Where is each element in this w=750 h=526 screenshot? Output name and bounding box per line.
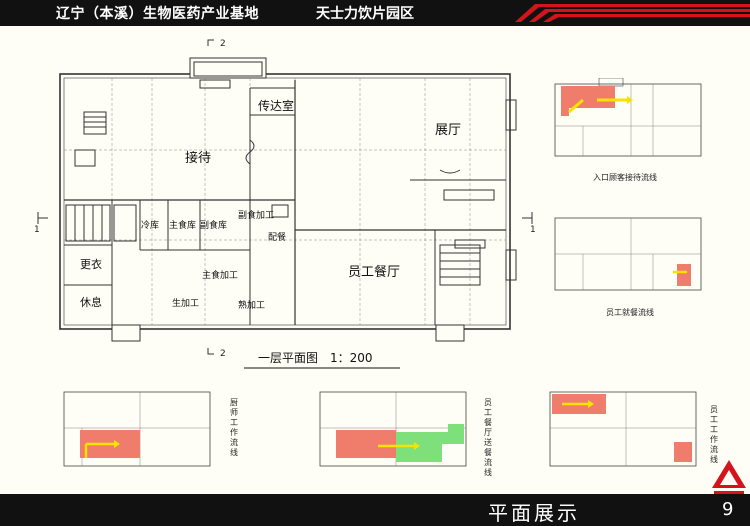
thumb-entry-guest-plan <box>554 78 702 157</box>
room-side-store: 副食库 <box>200 219 227 231</box>
park-title: 天士力饮片园区 <box>316 6 414 22</box>
room-cooked-process: 熟加工 <box>238 299 265 311</box>
section-title: 平面展示 <box>488 501 580 525</box>
footer-bar: 平面展示 9 <box>0 494 750 526</box>
room-side-process: 副食加工 <box>238 209 274 221</box>
company-logo-icon <box>712 460 746 494</box>
section-mark-left: 1 <box>34 225 40 235</box>
header-bar: 辽宁（本溪）生物医药产业基地 天士力饮片园区 <box>0 0 750 26</box>
thumb-staff-dining-plan <box>554 217 702 291</box>
room-main-store: 主食库 <box>169 219 196 231</box>
project-title: 辽宁（本溪）生物医药产业基地 <box>56 6 259 22</box>
thumb-staff-work-label: 员工工作流线 <box>710 405 718 464</box>
room-exhibit: 展厅 <box>435 123 461 138</box>
room-raw-process: 生加工 <box>172 297 199 309</box>
plan-caption: 一层平面图 1：200 <box>258 351 373 365</box>
room-main-process: 主食加工 <box>202 269 238 281</box>
room-rest: 休息 <box>80 295 102 309</box>
room-guard: 传达室 <box>258 98 294 113</box>
thumb-dining-delivery-label: 员工餐厅送餐流线 <box>484 398 492 477</box>
room-cold: 冷库 <box>141 219 159 231</box>
room-dress: 更衣 <box>80 257 102 271</box>
room-reception: 接待 <box>185 150 211 166</box>
thumb-chef-label: 厨师工作流线 <box>230 398 238 457</box>
thumb-staff-work-plan <box>549 391 697 467</box>
page-number: 9 <box>722 499 734 520</box>
thumb-dining-delivery-plan <box>319 391 467 467</box>
thumb-chef-plan <box>63 391 211 467</box>
main-floor-plan: 2 2 1 1 传达室 展厅 接待 冷库 主食库 副食库 副食加工 配餐 员工餐… <box>34 39 536 369</box>
room-staff-dining: 员工餐厅 <box>348 264 400 280</box>
section-mark-right: 1 <box>530 225 536 235</box>
section-mark-bottom: 2 <box>220 349 226 359</box>
section-mark-top: 2 <box>220 39 226 49</box>
thumb-entry-guest-label: 入口顾客接待流线 <box>593 173 657 182</box>
header-stripes <box>515 4 750 22</box>
room-serve: 配餐 <box>268 231 286 243</box>
thumb-staff-dining-label: 员工就餐流线 <box>606 308 654 317</box>
